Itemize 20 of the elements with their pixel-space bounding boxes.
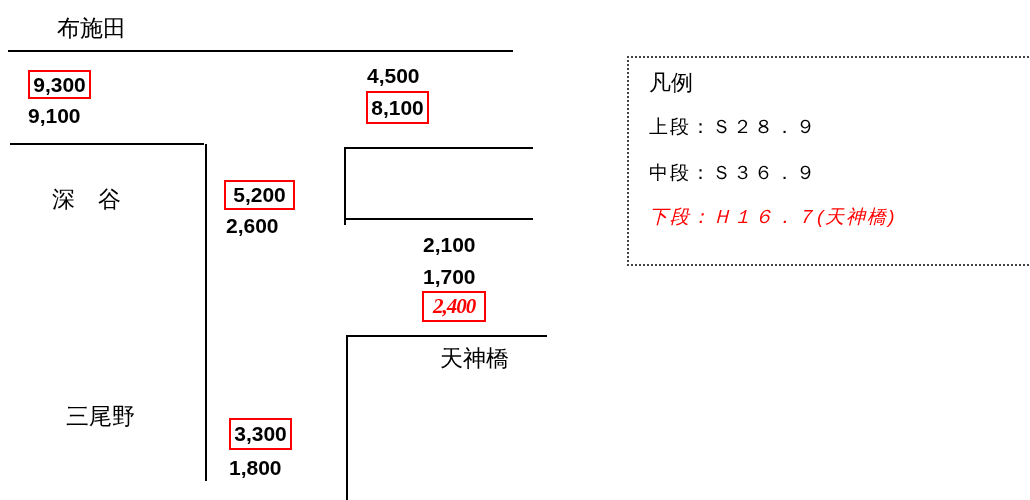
highlighted-count: 3,300 <box>229 418 292 450</box>
traffic-count: 4,500 <box>367 63 420 89</box>
legend-entry: 下段：Ｈ１６．７(天神橋) <box>649 205 897 229</box>
highlighted-count: 5,200 <box>224 180 295 210</box>
legend-title: 凡例 <box>649 70 693 96</box>
legend-entry: 中段：Ｓ３６．９ <box>649 161 817 185</box>
traffic-count: 2,600 <box>226 213 279 239</box>
traffic-count: 1,700 <box>423 264 476 290</box>
highlighted-count: 9,300 <box>28 70 91 99</box>
place-name: 天神橋 <box>440 344 509 373</box>
traffic-count: 9,100 <box>28 103 81 129</box>
place-name: 布施田 <box>57 14 126 43</box>
traffic-count: 2,100 <box>423 232 476 258</box>
traffic-count: 1,800 <box>229 455 282 481</box>
place-name: 三尾野 <box>66 402 135 431</box>
highlighted-count: 8,100 <box>366 91 429 124</box>
highlighted-count: 2,400 <box>422 291 486 322</box>
legend-box <box>627 56 1030 266</box>
legend-entry: 上段：Ｓ２８．９ <box>649 115 817 139</box>
place-name: 深 谷 <box>52 185 121 214</box>
